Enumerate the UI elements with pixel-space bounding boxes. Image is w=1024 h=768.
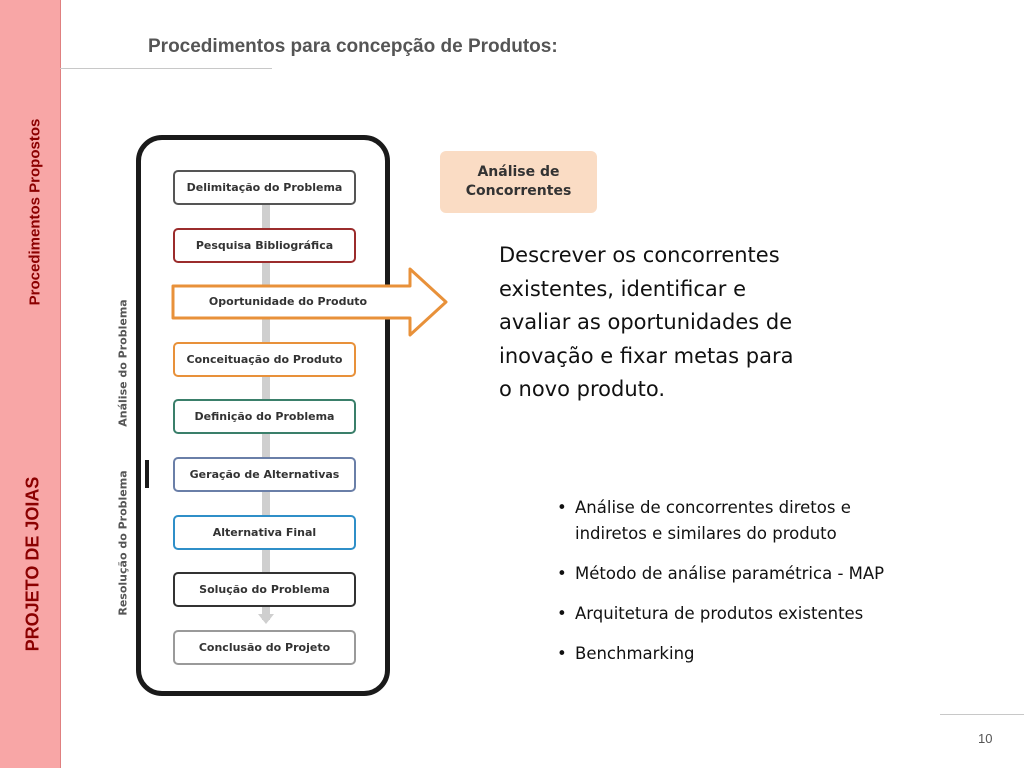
sidebar-band xyxy=(0,0,61,768)
section-label: Procedimentos Propostos xyxy=(26,118,44,306)
phase-divider xyxy=(145,460,149,488)
badge-line-1: Análise de xyxy=(477,164,560,180)
bullet-item: Método de análise paramétrica - MAP xyxy=(555,561,975,587)
bullet-item: Benchmarking xyxy=(555,641,975,667)
badge-line-2: Concorrentes xyxy=(465,183,572,199)
step-alternativa-final: Alternativa Final xyxy=(173,515,356,550)
phase-label-resolution: Resolução do Problema xyxy=(116,470,130,616)
step-definicao-do-problema: Definição do Problema xyxy=(173,399,356,434)
project-label: PROJETO DE JOIAS xyxy=(22,476,43,652)
connector-arrowhead xyxy=(258,614,274,624)
step-geracao-de-alternativas: Geração de Alternativas xyxy=(173,457,356,492)
topic-badge: Análise de Concorrentes xyxy=(440,151,597,213)
footer-divider xyxy=(940,714,1024,715)
step-oportunidade-do-produto: Oportunidade do Produto xyxy=(208,294,368,308)
step-conceituacao-do-produto: Conceituação do Produto xyxy=(173,342,356,377)
step-conclusao-do-projeto: Conclusão do Projeto xyxy=(173,630,356,665)
bullet-item: Arquitetura de produtos existentes xyxy=(555,601,975,627)
highlight-arrow-shape xyxy=(171,267,448,337)
description-text: Descrever os concorrentes existentes, id… xyxy=(499,243,794,401)
step-delimitacao-do-problema: Delimitação do Problema xyxy=(173,170,356,205)
bullet-list: Análise de concorrentes diretos e indire… xyxy=(555,495,975,681)
phase-label-analysis: Análise do Problema xyxy=(116,299,130,427)
step-pesquisa-bibliografica: Pesquisa Bibliográfica xyxy=(173,228,356,263)
slide-title: Procedimentos para concepção de Produtos… xyxy=(148,36,558,57)
step-solucao-do-problema: Solução do Problema xyxy=(173,572,356,607)
title-divider xyxy=(60,68,272,69)
highlight-arrow xyxy=(171,267,448,337)
bullet-item: Análise de concorrentes diretos e indire… xyxy=(555,495,975,547)
page-number: 10 xyxy=(978,731,993,746)
